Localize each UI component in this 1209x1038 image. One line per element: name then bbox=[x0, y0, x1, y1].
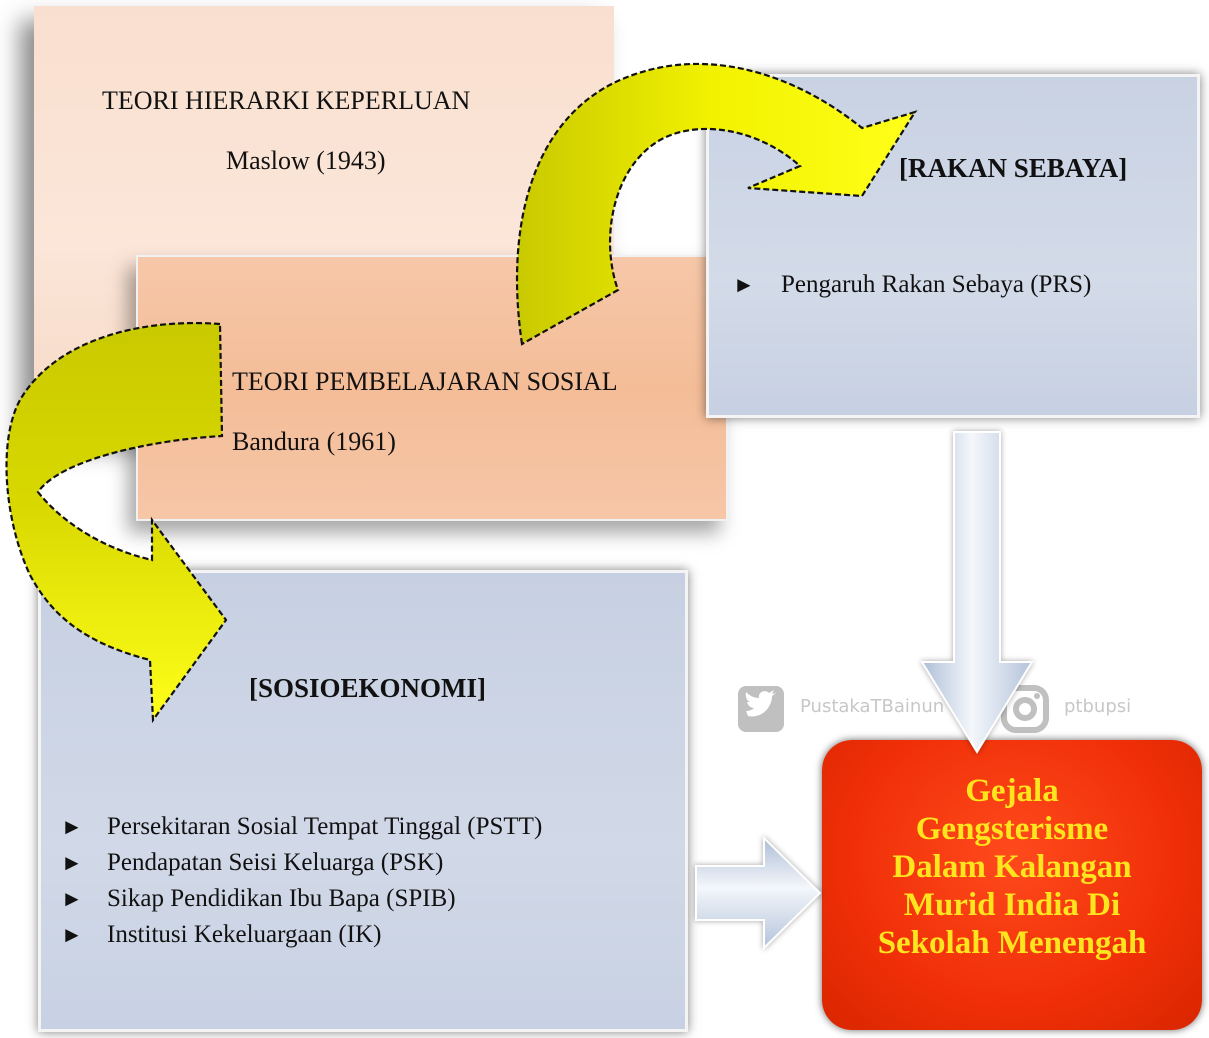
bullet-marker: ► bbox=[61, 886, 83, 911]
rakan-sebaya-heading: [RAKAN SEBAYA] bbox=[899, 153, 1128, 183]
maslow-theory-author: Maslow (1943) bbox=[226, 146, 386, 175]
sosioekonomi-item-label: Institusi Kekeluargaan (IK) bbox=[107, 921, 382, 948]
bullet-marker: ► bbox=[61, 922, 83, 947]
outcome-box: Gejala Gengsterisme Dalam Kalangan Murid… bbox=[822, 740, 1202, 1030]
maslow-theory-title: TEORI HIERARKI KEPERLUAN bbox=[102, 86, 471, 115]
sosioekonomi-item-label: Persekitaran Sosial Tempat Tinggal (PSTT… bbox=[107, 813, 543, 840]
bullet-marker: ► bbox=[733, 272, 755, 297]
bullet-marker: ► bbox=[61, 814, 83, 839]
sosioekonomi-item-label: Pendapatan Seisi Keluarga (PSK) bbox=[107, 849, 444, 876]
rakan-sebaya-item: ► Pengaruh Rakan Sebaya (PRS) bbox=[733, 271, 1091, 299]
outcome-title: Gejala Gengsterisme Dalam Kalangan Murid… bbox=[877, 773, 1147, 961]
twitter-handle: PustakaTBainun bbox=[800, 696, 945, 717]
rakan-sebaya-item-label: Pengaruh Rakan Sebaya (PRS) bbox=[781, 271, 1092, 298]
sosioekonomi-item: ► Pendapatan Seisi Keluarga (PSK) bbox=[61, 849, 443, 877]
curved-arrow-to-sosioekonomi bbox=[5, 321, 228, 724]
bandura-theory-title: TEORI PEMBELAJARAN SOSIAL bbox=[232, 367, 618, 396]
down-arrow-to-outcome bbox=[920, 431, 1034, 754]
sosioekonomi-item-label: Sikap Pendidikan Ibu Bapa (SPIB) bbox=[107, 885, 456, 912]
twitter-icon bbox=[738, 686, 784, 732]
bullet-marker: ► bbox=[61, 850, 83, 875]
curved-arrow-to-rakan-sebaya bbox=[515, 62, 918, 346]
sosioekonomi-item: ► Sikap Pendidikan Ibu Bapa (SPIB) bbox=[61, 885, 456, 913]
bandura-theory-author: Bandura (1961) bbox=[232, 427, 396, 456]
sosioekonomi-heading: [SOSIOEKONOMI] bbox=[249, 673, 487, 703]
instagram-handle: ptbupsi bbox=[1064, 696, 1132, 717]
sosioekonomi-item: ► Institusi Kekeluargaan (IK) bbox=[61, 921, 381, 949]
sosioekonomi-item: ► Persekitaran Sosial Tempat Tinggal (PST… bbox=[61, 813, 542, 841]
right-arrow-to-outcome bbox=[695, 835, 822, 951]
